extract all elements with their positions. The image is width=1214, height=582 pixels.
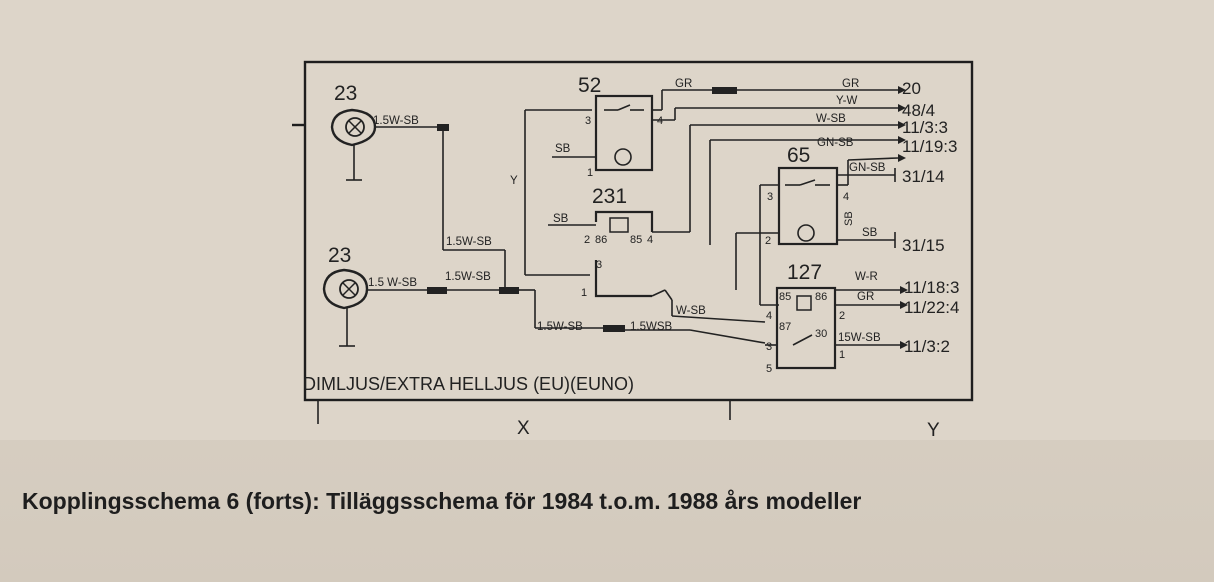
pin-127-3: 3 xyxy=(766,341,772,353)
reference-31-14: 31/14 xyxy=(902,167,945,186)
pin-65-sb: SB xyxy=(843,211,855,226)
reference-31-15: 31/15 xyxy=(902,236,945,255)
pin-52-1: 1 xyxy=(587,167,593,179)
pin-52-4: 4 xyxy=(657,115,663,127)
lamp-23-upper xyxy=(330,108,377,181)
pin-231-1: 1 xyxy=(581,287,587,299)
pin-127-4: 4 xyxy=(766,310,772,322)
component-65 xyxy=(709,139,899,306)
reference-11-19-3: 11/19:3 xyxy=(902,137,957,156)
wiring-diagram: 23 23 1.5W-SB 1.5W-SB 1.5 W-SB 1.5W-SB 1… xyxy=(292,60,974,440)
component-number-127: 127 xyxy=(787,261,822,284)
wire-label-w1: 1.5W-SB xyxy=(373,115,419,127)
wire-label-w8: GR xyxy=(842,78,859,90)
pin-127-2: 2 xyxy=(839,310,845,322)
lamp-wiring xyxy=(367,109,766,344)
reference-arrows xyxy=(898,86,908,349)
reference-11-18-3: 11/18:3 xyxy=(904,278,959,297)
pin-127-86: 86 xyxy=(815,291,827,303)
pin-127-1: 1 xyxy=(839,349,845,361)
reference-20: 20 xyxy=(902,79,921,98)
wire-label-w9: Y-W xyxy=(836,95,857,107)
pin-127-30: 30 xyxy=(815,328,827,340)
pin-127-5: 5 xyxy=(766,363,772,375)
component-number-231: 231 xyxy=(592,185,627,208)
pin-52-3: 3 xyxy=(585,115,591,127)
wire-label-w19: 15W-SB xyxy=(838,332,881,344)
wire-label-w5: 1.5W-SB xyxy=(537,321,583,333)
wire-label-w2: 1.5W-SB xyxy=(446,236,492,248)
wire-label-w17: GR xyxy=(857,291,874,303)
lamp-23-lower xyxy=(322,268,369,347)
wire-label-w13: SB xyxy=(555,143,571,155)
component-number-52: 52 xyxy=(578,74,601,97)
pin-231-85: 85 xyxy=(630,234,642,246)
pin-231-3: 3 xyxy=(596,259,602,271)
schematic-sheet xyxy=(0,0,1214,440)
component-number-23-upper: 23 xyxy=(334,82,357,105)
reference-11-3-2: 11/3:2 xyxy=(904,337,950,356)
wire-label-w21: Y xyxy=(510,175,518,187)
component-number-23-lower: 23 xyxy=(328,244,351,267)
pin-65-4: 4 xyxy=(843,191,849,203)
component-number-65: 65 xyxy=(787,144,810,167)
component-52 xyxy=(552,87,898,172)
component-127 xyxy=(765,286,900,370)
wire-label-w12: GN-SB xyxy=(849,162,886,174)
reference-11-22-4: 11/22:4 xyxy=(904,298,959,317)
wire-label-w15: SB xyxy=(862,227,878,239)
pin-231-2: 2 xyxy=(584,234,590,246)
pin-65-3: 3 xyxy=(767,191,773,203)
axis-label-y: Y xyxy=(927,420,940,440)
reference-11-3-3: 11/3:3 xyxy=(902,118,948,137)
wire-label-w10: W-SB xyxy=(816,113,846,125)
wire-label-w14: SB xyxy=(553,213,569,225)
wire-label-w4: 1.5W-SB xyxy=(445,271,491,283)
pin-127-85: 85 xyxy=(779,291,791,303)
wire-label-w16: W-R xyxy=(855,271,878,283)
wire-label-w3: 1.5 W-SB xyxy=(368,277,417,289)
wire-label-w6: 1.5WSB xyxy=(630,321,673,333)
wire-label-w11: GN-SB xyxy=(817,137,854,149)
frame-label: DIMLJUS/EXTRA HELLJUS (EU)(EUNO) xyxy=(303,374,634,394)
axis-label-x: X xyxy=(517,418,530,439)
pin-127-87: 87 xyxy=(779,321,791,333)
pin-231-4: 4 xyxy=(647,234,653,246)
wire-label-w18: W-SB xyxy=(676,305,706,317)
component-231 xyxy=(548,124,898,323)
pin-65-2: 2 xyxy=(765,235,771,247)
diagram-frame xyxy=(303,60,974,402)
figure-caption: Kopplingsschema 6 (forts): Tilläggsschem… xyxy=(22,488,862,514)
pin-231-86: 86 xyxy=(595,234,607,246)
reference-48-4: 48/4 xyxy=(902,101,935,120)
wire-label-w7: GR xyxy=(675,78,692,90)
